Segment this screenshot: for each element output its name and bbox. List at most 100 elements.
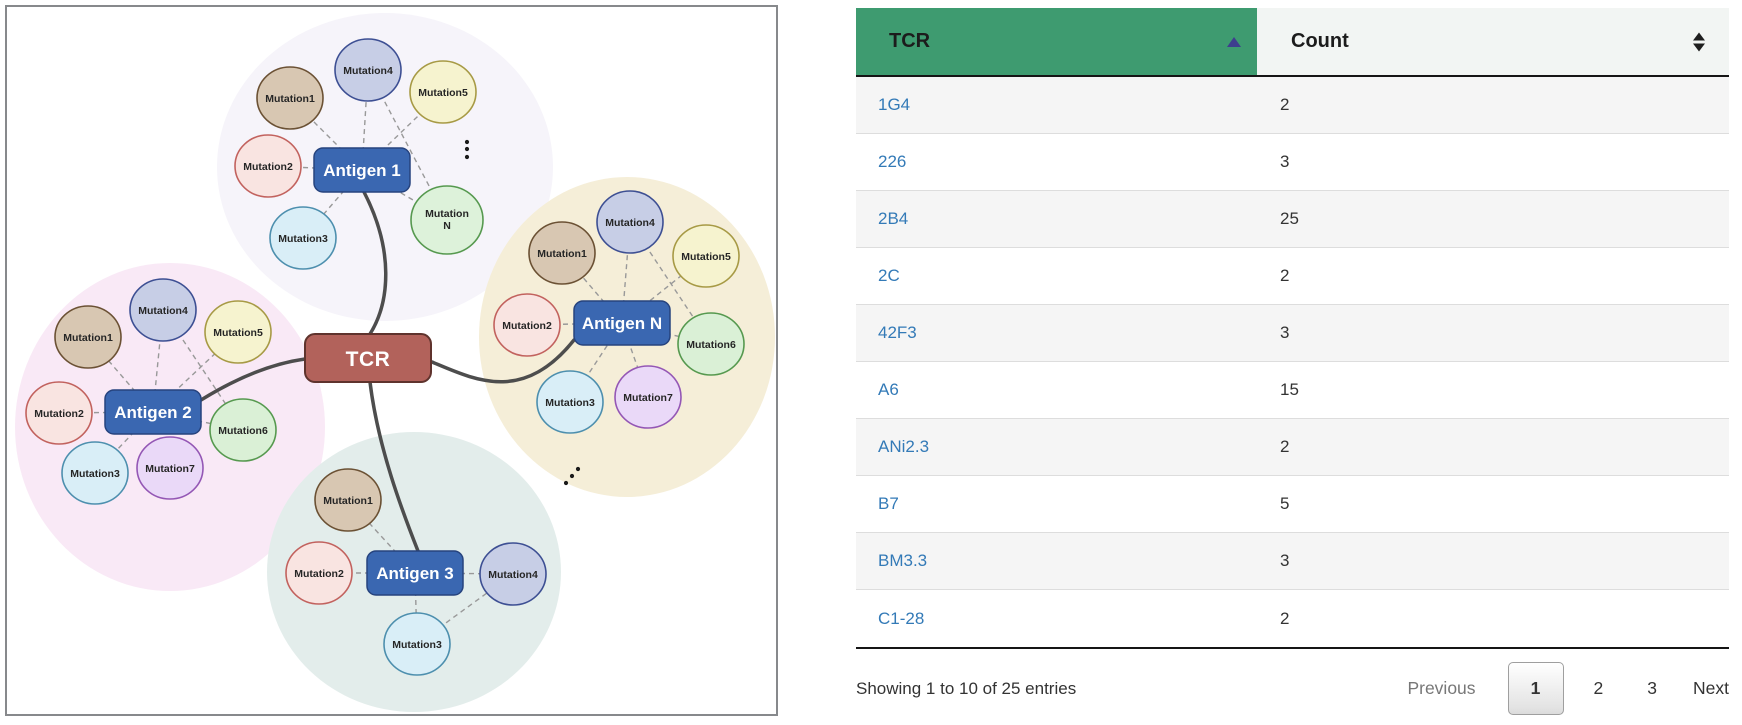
antigen-n-node[interactable] (573, 300, 671, 346)
mutation1-label: Mutation1 (323, 495, 373, 507)
tcr-label: TCR (346, 348, 391, 371)
antigen-2-node[interactable] (104, 389, 202, 435)
tcr-network-svg: Mutation1 Mutation2 Mutation3 Mutation4 … (15, 13, 775, 712)
previous-page-button[interactable]: Previous (1407, 678, 1476, 698)
edge-tcr-antigen-2 (199, 357, 307, 402)
mutation2-label: Mutation2 (294, 568, 344, 580)
mutation7-label: Mutation7 (145, 463, 195, 475)
column-header-count[interactable]: Count (1257, 8, 1729, 75)
table-row: A6 15 (856, 362, 1729, 419)
count-cell: 5 (1280, 494, 1290, 513)
mutation2-label: Mutation2 (243, 161, 293, 173)
mutation3-label: Mutation3 (70, 468, 120, 480)
column-header-count-label: Count (1291, 30, 1349, 52)
tcr-link[interactable]: A6 (878, 380, 899, 399)
tcr-link[interactable]: 2B4 (878, 209, 909, 228)
table-row: 2B4 25 (856, 191, 1729, 248)
table-row: 42F3 3 (856, 305, 1729, 362)
page-1-button-current[interactable]: 1 (1507, 662, 1564, 715)
table-row: B7 5 (856, 476, 1729, 533)
mutation3-node[interactable] (536, 370, 604, 434)
antigen-3-cluster: Mutation1 Mutation2 Mutation3 Mutation4 … (285, 468, 547, 676)
antigen-3-label: Antigen 3 (376, 564, 453, 583)
sort-ascending-icon[interactable] (1227, 36, 1241, 47)
count-cell: 3 (1280, 152, 1290, 171)
tcr-node[interactable] (304, 333, 432, 383)
count-cell: 2 (1280, 608, 1290, 628)
mutation6-node[interactable] (209, 398, 277, 462)
mutation3-label: Mutation3 (545, 397, 595, 409)
tcr-link[interactable]: BM3.3 (878, 551, 928, 570)
count-cell: 25 (1280, 209, 1299, 228)
antigen-n-cluster: Mutation1 Mutation2 Mutation3 Mutation4 … (493, 190, 745, 434)
mutation4-node[interactable] (479, 542, 547, 606)
mutation2-node[interactable] (234, 134, 302, 198)
table-row: BM3.3 3 (856, 533, 1729, 590)
mutation4-node[interactable] (596, 190, 664, 254)
tcr-link[interactable]: B7 (878, 494, 899, 513)
page-2-button[interactable]: 2 (1593, 678, 1604, 698)
page-3-button[interactable]: 3 (1647, 678, 1658, 698)
table-row: ANi2.3 2 (856, 419, 1729, 476)
mutation4-label: Mutation4 (138, 305, 188, 317)
tcr-link[interactable]: ANi2.3 (878, 437, 930, 456)
mutation2-node[interactable] (285, 541, 353, 605)
mutation6-label: Mutation6 (686, 339, 736, 351)
antigen-3-node[interactable] (366, 550, 464, 596)
table-body: 1G4 2 226 3 2B4 25 2C 2 42F3 3 A6 15 (856, 77, 1729, 649)
mutation1-label: Mutation1 (63, 332, 113, 344)
antigen-n-label: Antigen N (582, 314, 662, 333)
tcr-link[interactable]: 1G4 (878, 95, 911, 114)
tcr-link[interactable]: 226 (878, 152, 907, 171)
mutation6-label: Mutation6 (218, 425, 268, 437)
mutation2-node[interactable] (493, 293, 561, 357)
column-header-tcr[interactable]: TCR (856, 8, 1257, 75)
tcr-link[interactable]: 42F3 (878, 323, 917, 342)
mutation1-node[interactable] (528, 221, 596, 285)
mutation3-node[interactable] (383, 612, 451, 676)
mutation3-node[interactable] (269, 206, 337, 270)
count-cell: 2 (1280, 95, 1290, 114)
mutation4-node[interactable] (334, 38, 402, 102)
mutation5-label: Mutation5 (418, 87, 468, 99)
table-row: C1-28 2 (856, 590, 1729, 647)
count-cell: 3 (1280, 551, 1290, 570)
tcr-link[interactable]: C1-28 (878, 608, 925, 628)
mutation4-node[interactable] (129, 278, 197, 342)
mutation3-node[interactable] (61, 441, 129, 505)
mutation1-node[interactable] (54, 305, 122, 369)
count-cell: 2 (1280, 437, 1290, 456)
table-row: 226 3 (856, 134, 1729, 191)
mutation1-node[interactable] (314, 468, 382, 532)
edge-tcr-antigen-3 (368, 380, 420, 553)
mutation5-label: Mutation5 (213, 327, 263, 339)
mutation5-node[interactable] (204, 300, 272, 364)
next-page-button[interactable]: Next (1693, 678, 1729, 698)
mutation7-node[interactable] (614, 365, 682, 429)
mutation2-label: Mutation2 (34, 408, 84, 420)
mutation5-label: Mutation5 (681, 251, 731, 263)
mutation-n-node[interactable] (410, 185, 484, 255)
antigen-1-node[interactable] (313, 147, 411, 193)
mutation2-label: Mutation2 (502, 320, 552, 332)
tcr-center: TCR (304, 333, 432, 383)
sort-unsorted-icon[interactable] (1693, 32, 1705, 51)
mutation2-node[interactable] (25, 381, 93, 445)
mutation5-node[interactable] (409, 60, 477, 124)
table-footer: Showing 1 to 10 of 25 entries Previous 1… (856, 661, 1729, 716)
mutation7-node[interactable] (136, 436, 204, 500)
table-row: 2C 2 (856, 248, 1729, 305)
mutation4-label: Mutation4 (488, 569, 538, 581)
tcr-link[interactable]: 2C (878, 266, 900, 285)
count-cell: 3 (1280, 323, 1290, 342)
mutation1-label: Mutation1 (537, 248, 587, 260)
more-antigens-ellipsis-diagonal-icon (563, 466, 581, 486)
count-cell: 15 (1280, 380, 1299, 399)
mutation6-node[interactable] (677, 312, 745, 376)
mutation5-node[interactable] (672, 224, 740, 288)
mutation1-node[interactable] (256, 66, 324, 130)
edge-tcr-antigen-1 (362, 190, 388, 336)
pagination: Previous 1 2 3 Next (1407, 662, 1729, 715)
antigen-1-cluster: Mutation1 Mutation2 Mutation3 Mutation4 … (234, 38, 484, 270)
